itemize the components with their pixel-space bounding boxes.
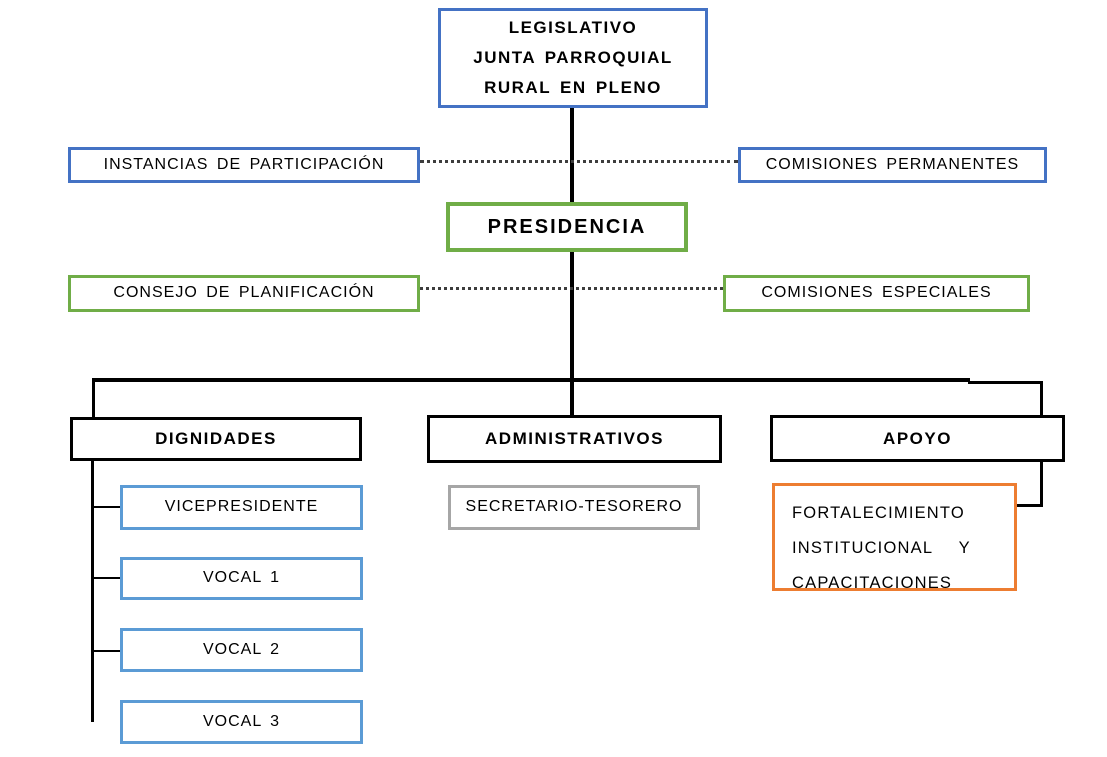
connector-stub-vicepresidente — [93, 506, 121, 508]
node-secretario-tesorero: SECRETARIO-TESORERO — [448, 485, 700, 530]
node-label: COMISIONES ESPECIALES — [761, 284, 992, 302]
connector-trunk-apoyo — [1040, 381, 1043, 417]
node-label: ADMINISTRATIVOS — [485, 429, 664, 449]
node-label: PRESIDENCIA — [487, 215, 647, 238]
node-comisiones-permanentes: COMISIONES PERMANENTES — [738, 147, 1047, 183]
node-label-line: LEGISLATIVO — [508, 18, 638, 37]
node-dignidades: DIGNIDADES — [70, 417, 362, 461]
node-label: VICEPRESIDENTE — [164, 498, 319, 516]
node-presidencia: PRESIDENCIA — [446, 202, 688, 252]
node-label: APOYO — [883, 428, 952, 448]
node-label: VOCAL 2 — [203, 640, 280, 658]
node-label-line: RURAL EN PLENO — [484, 78, 662, 97]
node-label: VOCAL 3 — [203, 712, 280, 730]
node-label: INSTANCIAS DE PARTICIPACIÓN — [103, 155, 385, 173]
node-label: SECRETARIO-TESORERO — [465, 498, 683, 516]
connector-presidencia-administrativos — [570, 252, 574, 417]
node-legislativo-junta-parroquial: LEGISLATIVO JUNTA PARROQUIAL RURAL EN PL… — [438, 8, 708, 108]
connector-trunk-horizontal — [93, 378, 970, 382]
connector-stub-vocal2 — [93, 650, 121, 652]
node-vocal-2: VOCAL 2 — [120, 628, 363, 672]
node-label: COMISIONES PERMANENTES — [765, 155, 1020, 173]
node-label: DIGNIDADES — [155, 429, 277, 449]
node-label-line: CAPACITACIONES — [792, 574, 953, 592]
connector-apoyo-down — [1040, 462, 1043, 507]
node-vocal-3: VOCAL 3 — [120, 700, 363, 744]
connector-dotted-consejo-especiales — [420, 287, 723, 290]
node-administrativos: ADMINISTRATIVOS — [427, 415, 722, 463]
node-label-line: FORTALECIMIENTO — [792, 504, 965, 522]
connector-apoyo-fortalecimiento — [1016, 504, 1043, 507]
node-label-line: INSTITUCIONAL Y — [792, 539, 971, 557]
node-instancias-participacion: INSTANCIAS DE PARTICIPACIÓN — [68, 147, 420, 183]
node-consejo-planificacion: CONSEJO DE PLANIFICACIÓN — [68, 275, 420, 312]
connector-dignidades-spine — [91, 461, 94, 722]
node-label-line: JUNTA PARROQUIAL — [473, 48, 673, 67]
connector-stub-vocal1 — [93, 577, 121, 579]
node-label: CONSEJO DE PLANIFICACIÓN — [113, 284, 375, 302]
node-label: VOCAL 1 — [203, 569, 280, 587]
node-comisiones-especiales: COMISIONES ESPECIALES — [723, 275, 1030, 312]
node-vicepresidente: VICEPRESIDENTE — [120, 485, 363, 530]
connector-trunk-extension — [968, 381, 1043, 384]
connector-trunk-dignidades — [92, 378, 95, 419]
node-apoyo: APOYO — [770, 415, 1065, 462]
connector-legislativo-presidencia — [570, 108, 574, 204]
connector-dotted-instancias-permanentes — [420, 160, 738, 163]
node-fortalecimiento-institucional: FORTALECIMIENTO INSTITUCIONAL Y CAPACITA… — [772, 483, 1017, 592]
node-vocal-1: VOCAL 1 — [120, 557, 363, 600]
